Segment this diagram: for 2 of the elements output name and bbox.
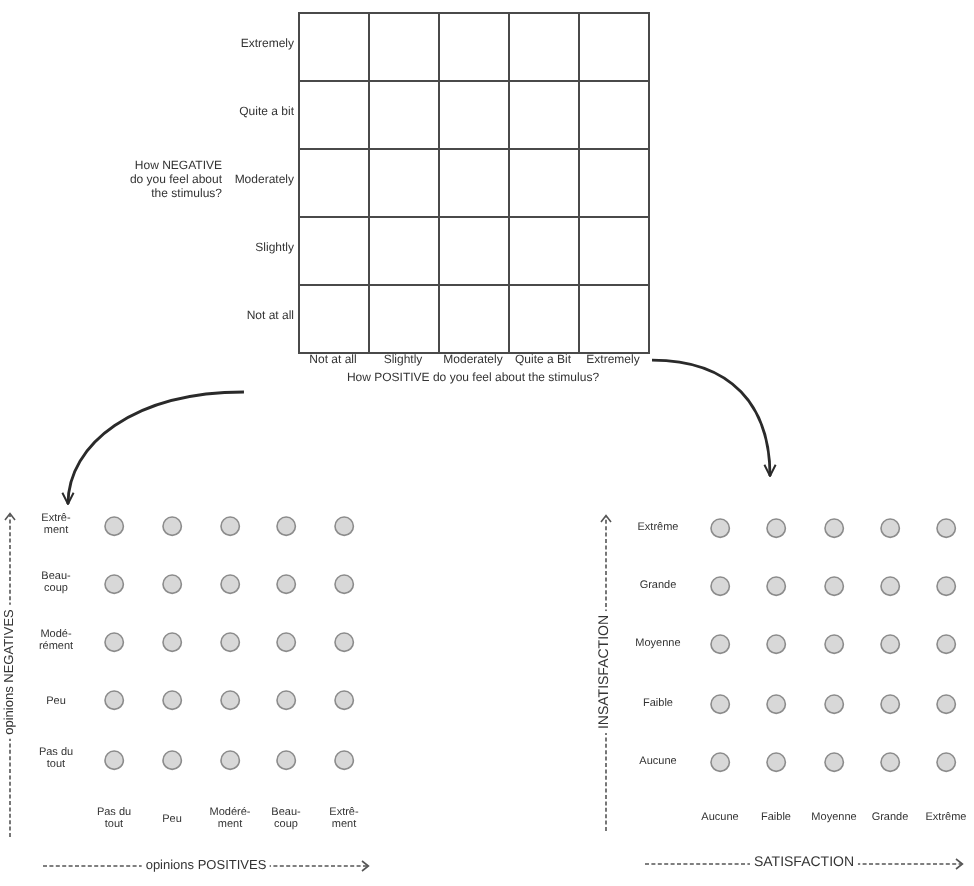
curved-arrow	[62, 390, 244, 505]
curved-arrow	[651, 358, 777, 477]
